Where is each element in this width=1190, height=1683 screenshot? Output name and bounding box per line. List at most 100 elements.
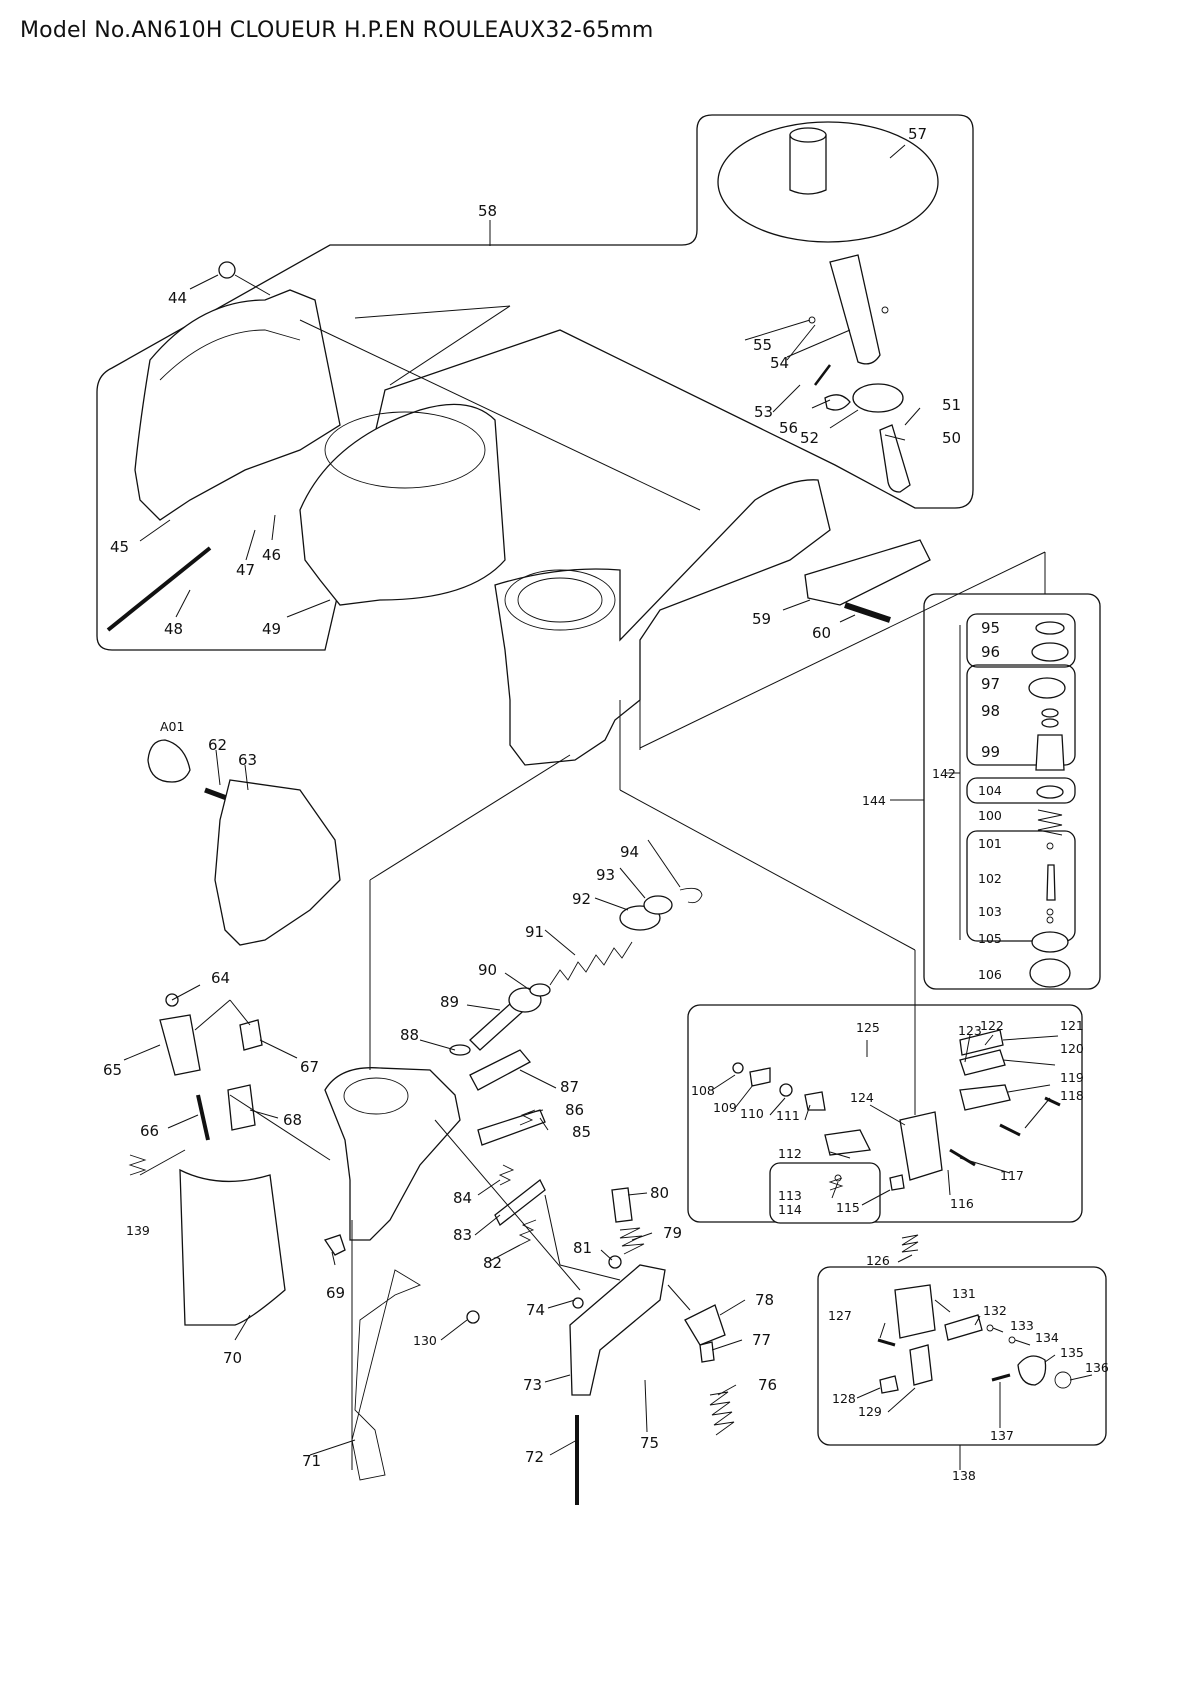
label-48: 48	[164, 620, 183, 638]
part-87	[469, 1049, 532, 1091]
label-136: 136	[1085, 1360, 1109, 1375]
frame-97-99	[966, 664, 1076, 766]
label-113: 113	[778, 1188, 802, 1203]
label-139: 139	[126, 1223, 150, 1238]
label-104: 104	[978, 783, 1002, 798]
part-main-body	[494, 479, 831, 766]
label-112: 112	[778, 1146, 802, 1161]
label-122: 122	[980, 1018, 1004, 1033]
label-108: 108	[691, 1083, 715, 1098]
label-115: 115	[836, 1200, 860, 1215]
label-59: 59	[752, 610, 771, 628]
label-114: 114	[778, 1202, 802, 1217]
label-46: 46	[262, 546, 281, 564]
frame-trigger-box	[687, 1004, 1083, 1223]
label-137: 137	[990, 1428, 1014, 1443]
label-65: 65	[103, 1061, 122, 1079]
part-44-nut	[218, 261, 236, 279]
label-76: 76	[758, 1376, 777, 1394]
label-135: 135	[1060, 1345, 1084, 1360]
label-45: 45	[110, 538, 129, 556]
label-99: 99	[981, 743, 1000, 761]
part-63-cover	[214, 779, 341, 946]
label-132: 132	[983, 1303, 1007, 1318]
label-64: 64	[211, 969, 230, 987]
label-73: 73	[523, 1376, 542, 1394]
part-70-shield	[179, 1168, 286, 1326]
label-83: 83	[453, 1226, 472, 1244]
frame-101-103	[966, 830, 1076, 942]
label-51: 51	[942, 396, 961, 414]
label-144: 144	[862, 793, 886, 808]
label-121: 121	[1060, 1018, 1084, 1033]
label-47: 47	[236, 561, 255, 579]
label-96: 96	[981, 643, 1000, 661]
label-109: 109	[713, 1100, 737, 1115]
label-66: 66	[140, 1122, 159, 1140]
frame-magazine-group-outline	[96, 114, 974, 651]
label-52: 52	[800, 429, 819, 447]
label-70: 70	[223, 1349, 242, 1367]
label-56: 56	[779, 419, 798, 437]
label-72: 72	[525, 1448, 544, 1466]
label-100: 100	[978, 808, 1002, 823]
label-91: 91	[525, 923, 544, 941]
part-68	[227, 1084, 256, 1131]
label-67: 67	[300, 1058, 319, 1076]
part-78	[684, 1304, 726, 1346]
label-87: 87	[560, 1078, 579, 1096]
part-57-disc	[717, 121, 939, 243]
label-117: 117	[1000, 1168, 1024, 1183]
label-81: 81	[573, 1239, 592, 1257]
label-106: 106	[978, 967, 1002, 982]
leader-lines	[123, 144, 1093, 1470]
part-A01	[147, 739, 191, 783]
label-58: 58	[478, 202, 497, 220]
label-127: 127	[828, 1308, 852, 1323]
label-A01: A01	[160, 719, 184, 734]
label-138: 138	[952, 1468, 976, 1483]
label-101: 101	[978, 836, 1002, 851]
label-131: 131	[952, 1286, 976, 1301]
label-63: 63	[238, 751, 257, 769]
label-130: 130	[413, 1333, 437, 1348]
label-78: 78	[755, 1291, 774, 1309]
part-131	[894, 1284, 936, 1339]
frame-valve-144	[923, 593, 1101, 990]
label-134: 134	[1035, 1330, 1059, 1345]
part-labels: 58 57 44 55 54 53 56 52 51 50 45 47 46 4…	[103, 125, 1109, 1483]
label-133: 133	[1010, 1318, 1034, 1333]
label-60: 60	[812, 624, 831, 642]
part-cylinder-body	[324, 1067, 461, 1241]
label-103: 103	[978, 904, 1002, 919]
part-65	[159, 1014, 201, 1076]
label-93: 93	[596, 866, 615, 884]
part-54-shaft	[829, 254, 881, 365]
label-124: 124	[850, 1090, 874, 1105]
label-68: 68	[283, 1111, 302, 1129]
frame-112-box	[769, 1162, 881, 1224]
label-84: 84	[453, 1189, 472, 1207]
part-45-magazine-left	[134, 289, 341, 521]
label-69: 69	[326, 1284, 345, 1302]
label-111: 111	[776, 1108, 800, 1123]
label-120: 120	[1060, 1041, 1084, 1056]
label-44: 44	[168, 289, 187, 307]
label-82: 82	[483, 1254, 502, 1272]
frame-104	[966, 777, 1076, 804]
label-105: 105	[978, 931, 1002, 946]
part-48-rod	[106, 546, 212, 632]
label-128: 128	[832, 1391, 856, 1406]
label-92: 92	[572, 890, 591, 908]
label-55: 55	[753, 336, 772, 354]
part-59-cap	[804, 539, 931, 606]
label-86: 86	[565, 1101, 584, 1119]
label-85: 85	[572, 1123, 591, 1141]
label-118: 118	[1060, 1088, 1084, 1103]
label-94: 94	[620, 843, 639, 861]
label-102: 102	[978, 871, 1002, 886]
label-129: 129	[858, 1404, 882, 1419]
page-title: Model No.AN610H CLOUEUR H.P.EN ROULEAUX3…	[20, 18, 654, 43]
frame-95-96	[966, 613, 1076, 668]
